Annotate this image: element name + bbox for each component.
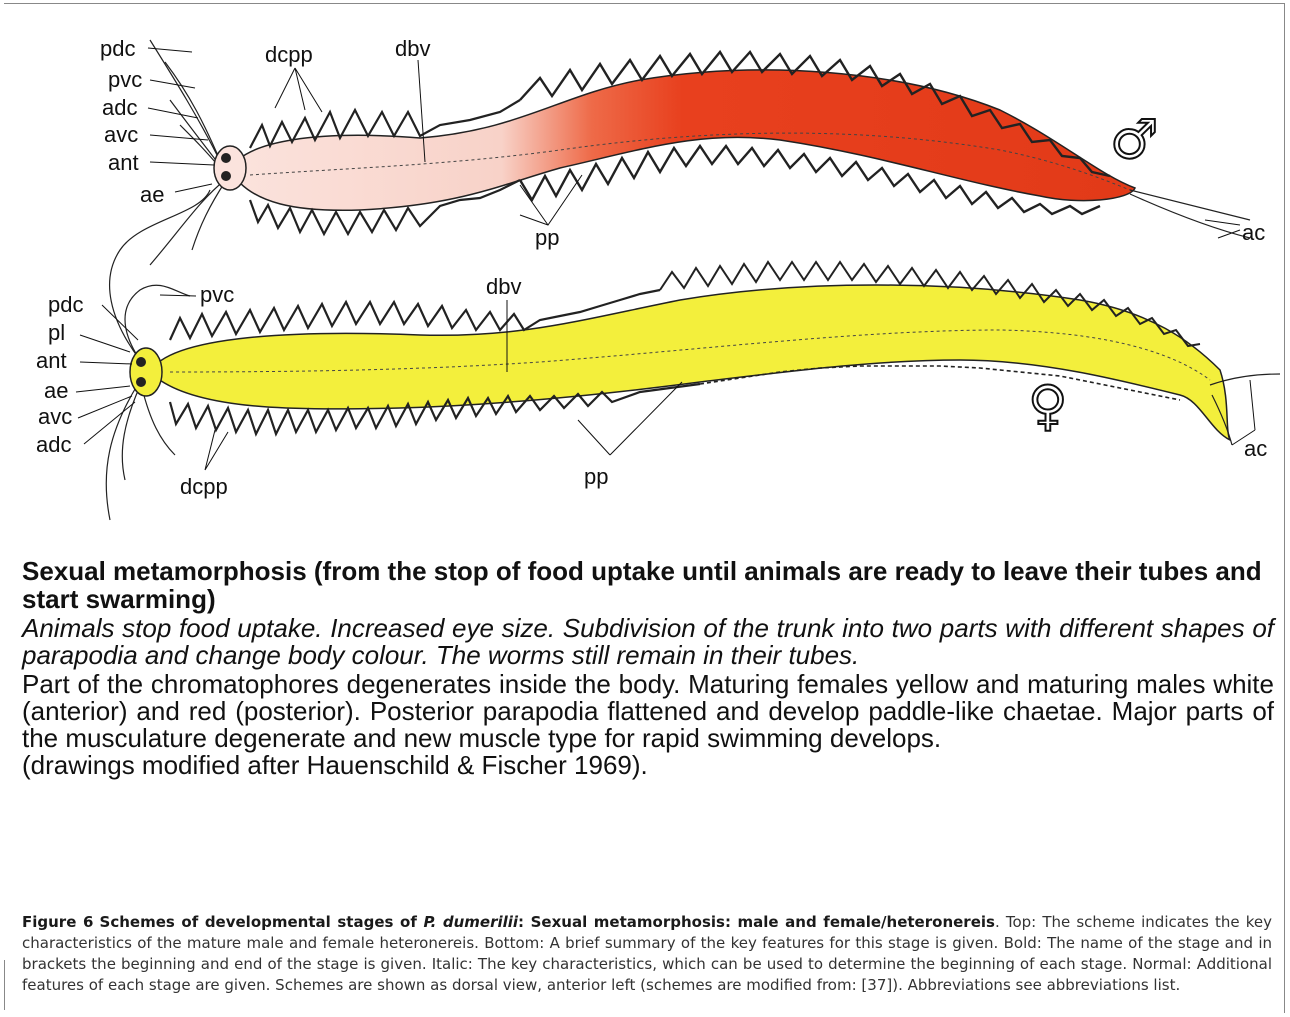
label-male-pvc: pvc [108,67,142,92]
label-female-pvc: pvc [200,282,234,307]
label-male-avc: avc [104,122,138,147]
label-female-pdc: pdc [48,292,83,317]
label-male-ae: ae [140,182,164,207]
stage-additional-features: Part of the chromatophores degenerates i… [22,671,1274,752]
label-female-ae: ae [44,378,68,403]
caption-title: Schemes of developmental stages of P. du… [100,913,995,931]
female-worm [106,190,1280,520]
label-female-pp: pp [584,464,608,489]
label-female-pl: pl [48,320,65,345]
caption-title-post: : Sexual metamorphosis: male and female/… [518,913,995,931]
stage-title: Sexual metamorphosis (from the stop of f… [22,557,1274,613]
male-symbol: ♂ [1110,108,1158,171]
stage-key-characteristics: Animals stop food uptake. Increased eye … [22,615,1274,669]
caption-title-pre: Schemes of developmental stages of [100,913,424,931]
label-male-ac: ac [1242,220,1265,245]
figure-caption: Figure 6 Schemes of developmental stages… [22,912,1272,996]
label-female-adc: adc [36,432,71,457]
label-male-dcpp: dcpp [265,42,313,67]
label-male-ant: ant [108,150,139,175]
label-female-dcpp: dcpp [180,474,228,499]
label-female-ac: ac [1244,436,1267,461]
caption-title-species: P. dumerilii [423,913,518,931]
caption-label: Figure 6 [22,913,93,931]
label-male-pp: pp [535,225,559,250]
stage-reference: (drawings modified after Hauenschild & F… [22,752,1274,779]
male-worm [150,40,1250,265]
label-female-avc: avc [38,404,72,429]
label-female-ant: ant [36,348,67,373]
label-female-dbv: dbv [486,274,521,299]
worm-illustration: pdc pvc adc avc ant ae dcpp dbv pp ac ♂ … [0,0,1290,560]
female-symbol: ♀ [1028,374,1068,437]
stage-summary: Sexual metamorphosis (from the stop of f… [22,557,1274,779]
figure-frame-edge [4,960,5,1010]
label-male-adc: adc [102,95,137,120]
label-male-pdc: pdc [100,36,135,61]
label-male-dbv: dbv [395,36,430,61]
